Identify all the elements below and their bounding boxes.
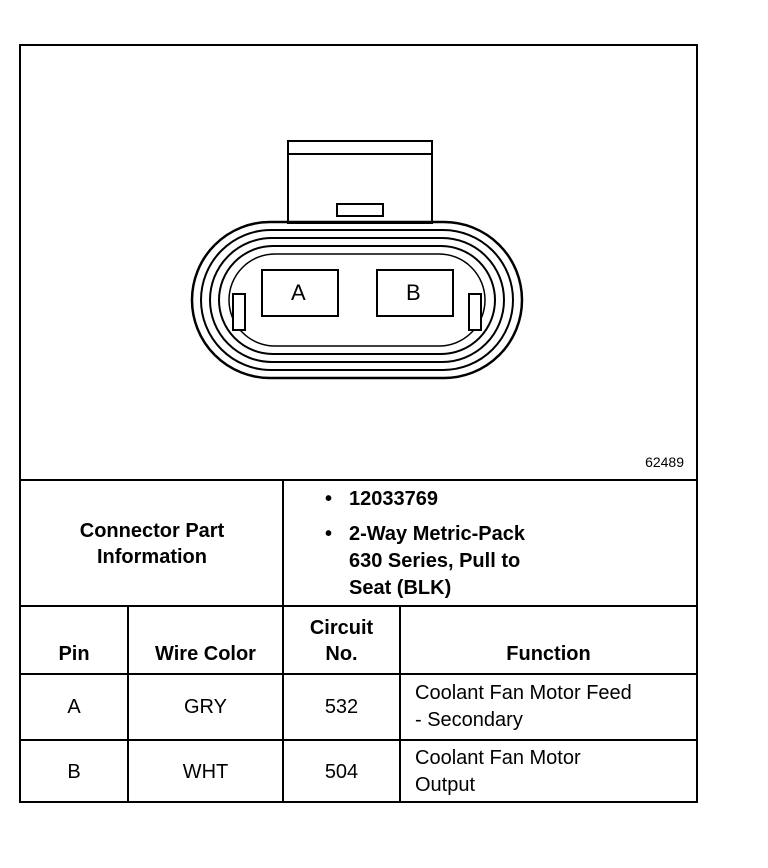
divider-info-vertical xyxy=(282,479,284,605)
row-b-function: Coolant Fan Motor Output xyxy=(401,741,710,803)
connector-info-list: • 12033769 • 2-Way Metric-Pack 630 Serie… xyxy=(321,486,691,610)
bullet-icon: • xyxy=(325,488,333,510)
header-function: Function xyxy=(506,643,591,665)
connector-latch xyxy=(287,140,433,224)
connector-drawing xyxy=(190,140,524,380)
header-circuit: Circuit No. xyxy=(284,607,399,673)
connector-info-label-line2: Information xyxy=(97,545,207,568)
row-b-pin: B xyxy=(67,760,81,783)
row-a-pin: A xyxy=(67,695,81,718)
row-b-function-line2: Output xyxy=(415,774,476,796)
connector-info-item: • 12033769 xyxy=(321,486,691,513)
connector-frame: A B 62489 Connector Part Information • 1… xyxy=(19,44,698,803)
row-a-function-line2: - Secondary xyxy=(415,709,523,731)
connector-desc-line2: 630 Series, Pull to xyxy=(349,550,521,572)
pin-b-label: B xyxy=(406,280,421,305)
connector-info-label-line1: Connector Part xyxy=(79,519,225,542)
pin-a-label: A xyxy=(291,280,306,305)
divider-diagram xyxy=(21,479,696,481)
row-b-circuit: 504 xyxy=(324,760,359,783)
header-circuit-line2: No. xyxy=(325,643,358,665)
divider-row-a xyxy=(21,739,696,741)
figure-number: 62489 xyxy=(645,454,684,470)
part-number: 12033769 xyxy=(349,488,438,510)
row-b-wire-color: WHT xyxy=(182,760,229,783)
header-circuit-line1: Circuit xyxy=(309,617,374,639)
pin-cavities xyxy=(261,269,454,317)
row-a-function: Coolant Fan Motor Feed - Secondary xyxy=(401,675,710,739)
divider-table-top xyxy=(21,605,696,607)
header-wire-color: Wire Color xyxy=(155,643,256,665)
connector-side-slots xyxy=(232,293,482,331)
connector-body xyxy=(190,220,524,380)
connector-diagram: A B 62489 xyxy=(21,46,696,479)
connector-info-label: Connector Part Information xyxy=(21,481,283,606)
bullet-icon: • xyxy=(325,523,333,545)
connector-desc-line3: Seat (BLK) xyxy=(349,577,452,599)
table-col-divider-2 xyxy=(282,605,284,803)
row-b-function-line1: Coolant Fan Motor xyxy=(415,747,581,769)
row-a-circuit: 532 xyxy=(324,695,359,718)
row-a-wire-color: GRY xyxy=(184,695,227,718)
connector-info-item: • 2-Way Metric-Pack 630 Series, Pull to … xyxy=(321,521,691,602)
header-pin: Pin xyxy=(58,643,90,665)
connector-desc-line1: 2-Way Metric-Pack xyxy=(349,523,525,545)
table-col-divider-3 xyxy=(399,605,401,803)
divider-header xyxy=(21,673,696,675)
table-col-divider-1 xyxy=(127,605,129,803)
row-a-function-line1: Coolant Fan Motor Feed xyxy=(415,682,632,704)
